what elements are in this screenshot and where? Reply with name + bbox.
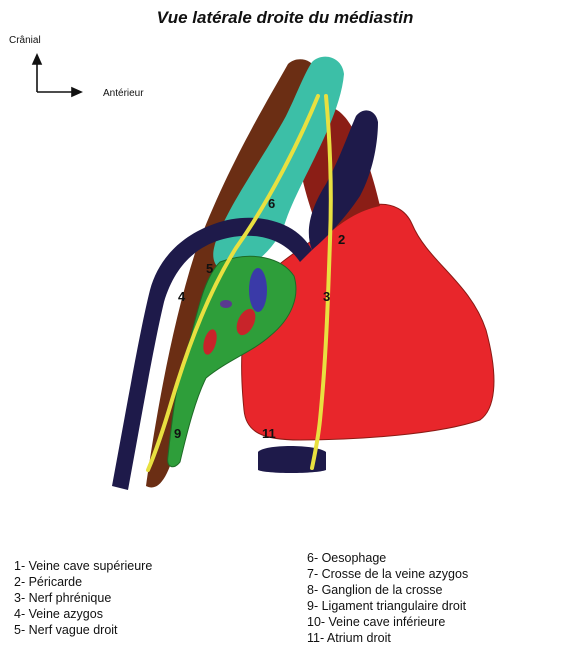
legend-item: 7- Crosse de la veine azygos	[307, 566, 468, 582]
label-number-6: 6	[268, 196, 275, 211]
label-number-9: 9	[174, 426, 181, 441]
label-number-4: 4	[178, 289, 186, 304]
legend-item: 11- Atrium droit	[307, 630, 468, 646]
legend-item: 10- Veine cave inférieure	[307, 614, 468, 630]
legend-item: 9- Ligament triangulaire droit	[307, 598, 468, 614]
legend-item: 8- Ganglion de la crosse	[307, 582, 468, 598]
label-number-3: 3	[323, 289, 330, 304]
legend-item: 5- Nerf vague droit	[14, 622, 152, 638]
label-number-11: 11	[262, 426, 276, 441]
ganglion-purple-node	[220, 300, 232, 308]
legend-item: 6- Oesophage	[307, 550, 468, 566]
legend-left-list: 1- Veine cave supérieure 2- Péricarde 3-…	[14, 558, 152, 638]
label-number-5: 5	[206, 261, 213, 276]
legend-item: 4- Veine azygos	[14, 606, 152, 622]
orientation-arrows	[33, 55, 81, 96]
label-number-2: 2	[338, 232, 345, 247]
legend-item: 3- Nerf phrénique	[14, 590, 152, 606]
legend-item: 2- Péricarde	[14, 574, 152, 590]
mediastinum-diagram: 2 3 4 5 6 9 11	[0, 0, 570, 530]
legend-right-list: 6- Oesophage 7- Crosse de la veine azygo…	[307, 550, 468, 646]
legend-item: 1- Veine cave supérieure	[14, 558, 152, 574]
ganglion-blue-node	[249, 268, 267, 312]
